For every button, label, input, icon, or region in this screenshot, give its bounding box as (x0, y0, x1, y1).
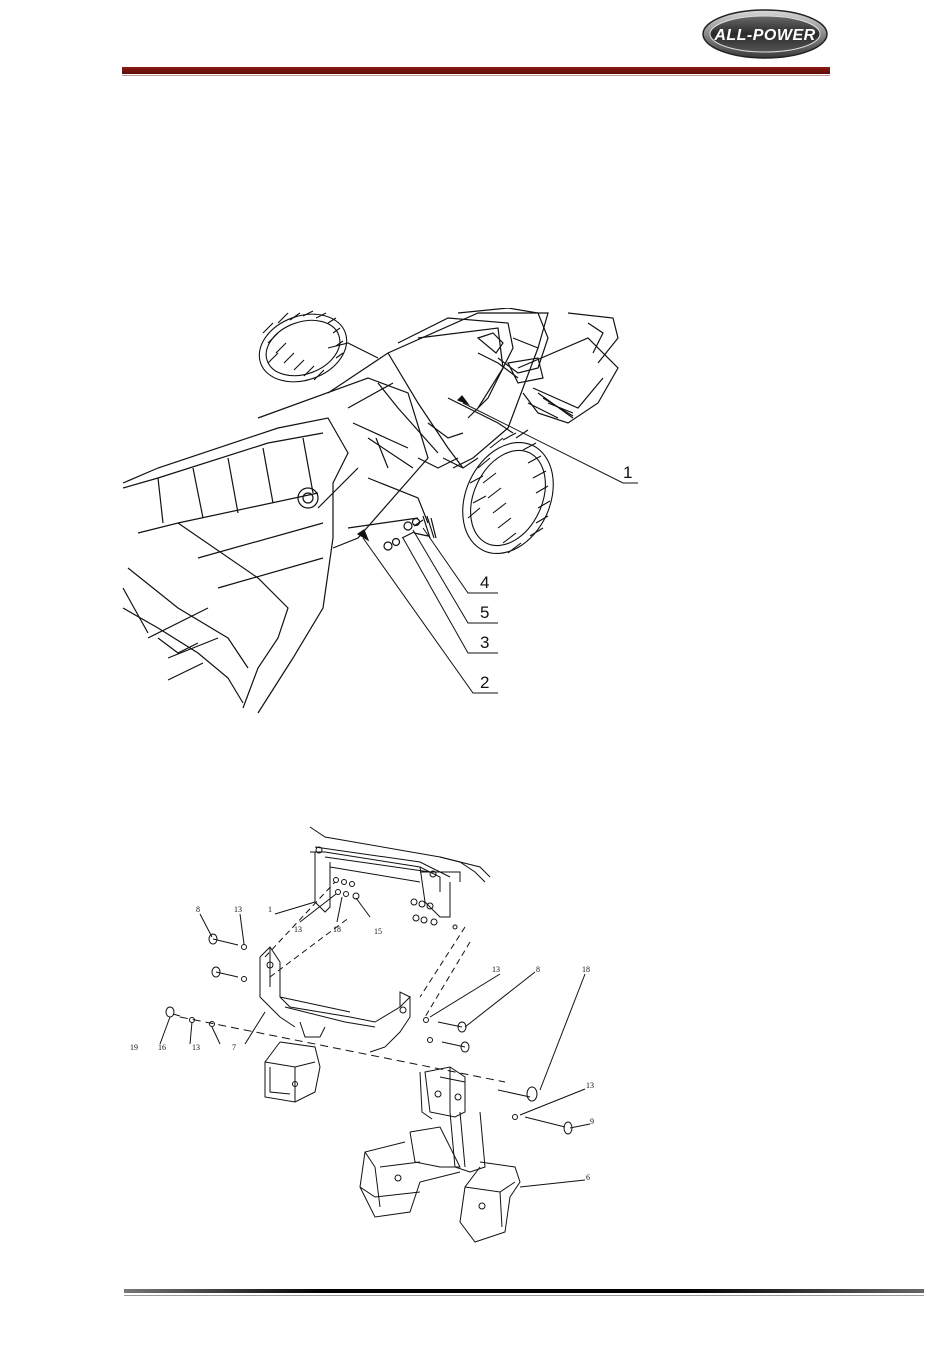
callout-6: 6 (586, 1173, 590, 1182)
assembly-diagram-upper: 1 4 5 3 2 (118, 308, 658, 723)
wheel-front-right (443, 428, 571, 569)
callout-16: 16 (158, 1043, 166, 1052)
callout-18: 18 (582, 965, 590, 974)
callout-18: 18 (333, 925, 341, 934)
logo-text: ALL-POWER (713, 27, 815, 44)
callout-13: 13 (192, 1043, 200, 1052)
callout-1: 1 (268, 905, 272, 914)
callout-7: 7 (232, 1043, 236, 1052)
callout-15: 15 (374, 927, 382, 936)
assembly-diagram-lower: 8 13 1 13 18 15 13 8 18 13 9 19 16 13 7 … (120, 822, 610, 1252)
wheel-rear-left (250, 308, 378, 393)
callout-1: 1 (623, 463, 632, 482)
callout-2: 2 (480, 673, 489, 692)
callout-9: 9 (590, 1117, 594, 1126)
callout-5: 5 (480, 603, 489, 622)
header-rule-shadow (122, 75, 830, 76)
callout-8: 8 (536, 965, 540, 974)
callout-4: 4 (480, 573, 489, 592)
callout-19: 19 (130, 1043, 138, 1052)
callout-13: 13 (294, 925, 302, 934)
header-rule (122, 67, 830, 74)
callout-13: 13 (234, 905, 242, 914)
all-power-logo: ALL-POWER (700, 6, 830, 60)
callout-13: 13 (586, 1081, 594, 1090)
callout-3: 3 (480, 633, 489, 652)
footer-rule-shadow (124, 1295, 924, 1296)
callout-13: 13 (492, 965, 500, 974)
footer-rule (124, 1289, 924, 1293)
callout-8: 8 (196, 905, 200, 914)
